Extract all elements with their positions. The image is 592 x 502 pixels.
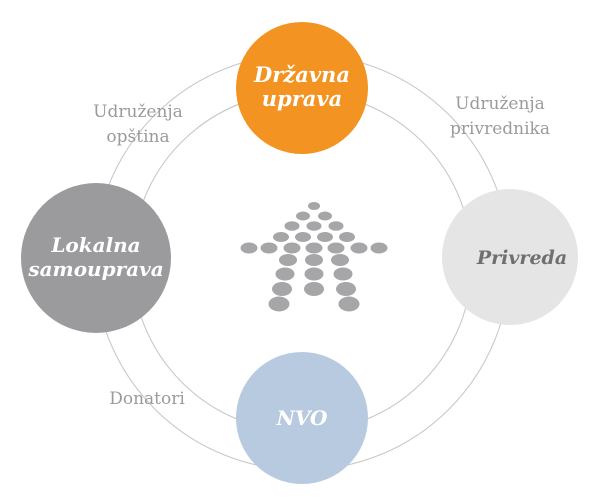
side-label-donatori: Donatori [109, 389, 185, 409]
node-drzavna-uprava-label-2: uprava [262, 86, 342, 111]
side-label-udruzenja-opstina-line-1: Udruženja [93, 102, 183, 122]
node-drzavna-uprava: Državna uprava [236, 22, 368, 154]
arrow-dot [284, 221, 300, 231]
arrow-dot [240, 242, 258, 254]
arrow-dot [304, 282, 324, 296]
arrow-dot [273, 232, 289, 242]
arrow-dot [283, 242, 301, 254]
side-label-udruzenja-privrednika-line-1: Udruženja [455, 94, 545, 114]
arrow-dot [268, 296, 290, 312]
arrow-dot [272, 282, 292, 296]
arrow-dot [350, 242, 368, 254]
arrow-dot [336, 282, 356, 296]
node-privreda-label: Privreda [476, 247, 567, 269]
node-privreda-circle [442, 189, 578, 325]
arrow-dot [295, 232, 311, 242]
node-drzavna-uprava-circle [236, 22, 368, 154]
arrow-dot [338, 296, 360, 312]
arrow-dot [331, 254, 349, 266]
node-nvo: NVO [236, 352, 368, 484]
node-nvo-circle [236, 352, 368, 484]
arrow-dot [318, 211, 332, 221]
arrow-dot [304, 267, 324, 281]
arrow-dot [308, 202, 320, 210]
side-label-udruzenja-privrednika-line-2: privrednika [450, 119, 550, 139]
upward-arrow-of-dots-icon [240, 202, 388, 312]
arrow-dot [317, 232, 333, 242]
arrow-dot [305, 254, 323, 266]
arrow-dot [306, 221, 322, 231]
node-privreda: Privreda [442, 189, 578, 325]
node-drzavna-uprava-label-1: Državna [253, 62, 350, 87]
arrow-dot [333, 267, 353, 281]
node-nvo-label: NVO [276, 406, 328, 430]
node-lokalna-samouprava-label-1: Lokalna [50, 233, 140, 257]
arrow-dot [327, 242, 345, 254]
arrow-dot [370, 242, 388, 254]
side-label-udruzenja-privrednika: Udruženja privrednika [450, 94, 550, 139]
node-lokalna-samouprava-label-2: samouprava [27, 257, 163, 281]
node-lokalna-samouprava-circle [21, 183, 171, 333]
arrow-dot [305, 242, 323, 254]
node-lokalna-samouprava: Lokalna samouprava [21, 183, 171, 333]
side-label-udruzenja-opstina-line-2: opština [106, 127, 169, 147]
arrow-dot [339, 232, 355, 242]
side-label-udruzenja-opstina: Udruženja opština [93, 102, 183, 147]
arrow-dot [328, 221, 344, 231]
arrow-dot [275, 267, 295, 281]
arrow-dot [296, 211, 310, 221]
arrow-dot [279, 254, 297, 266]
arrow-dot [260, 242, 278, 254]
side-label-donatori-line-1: Donatori [109, 389, 185, 409]
